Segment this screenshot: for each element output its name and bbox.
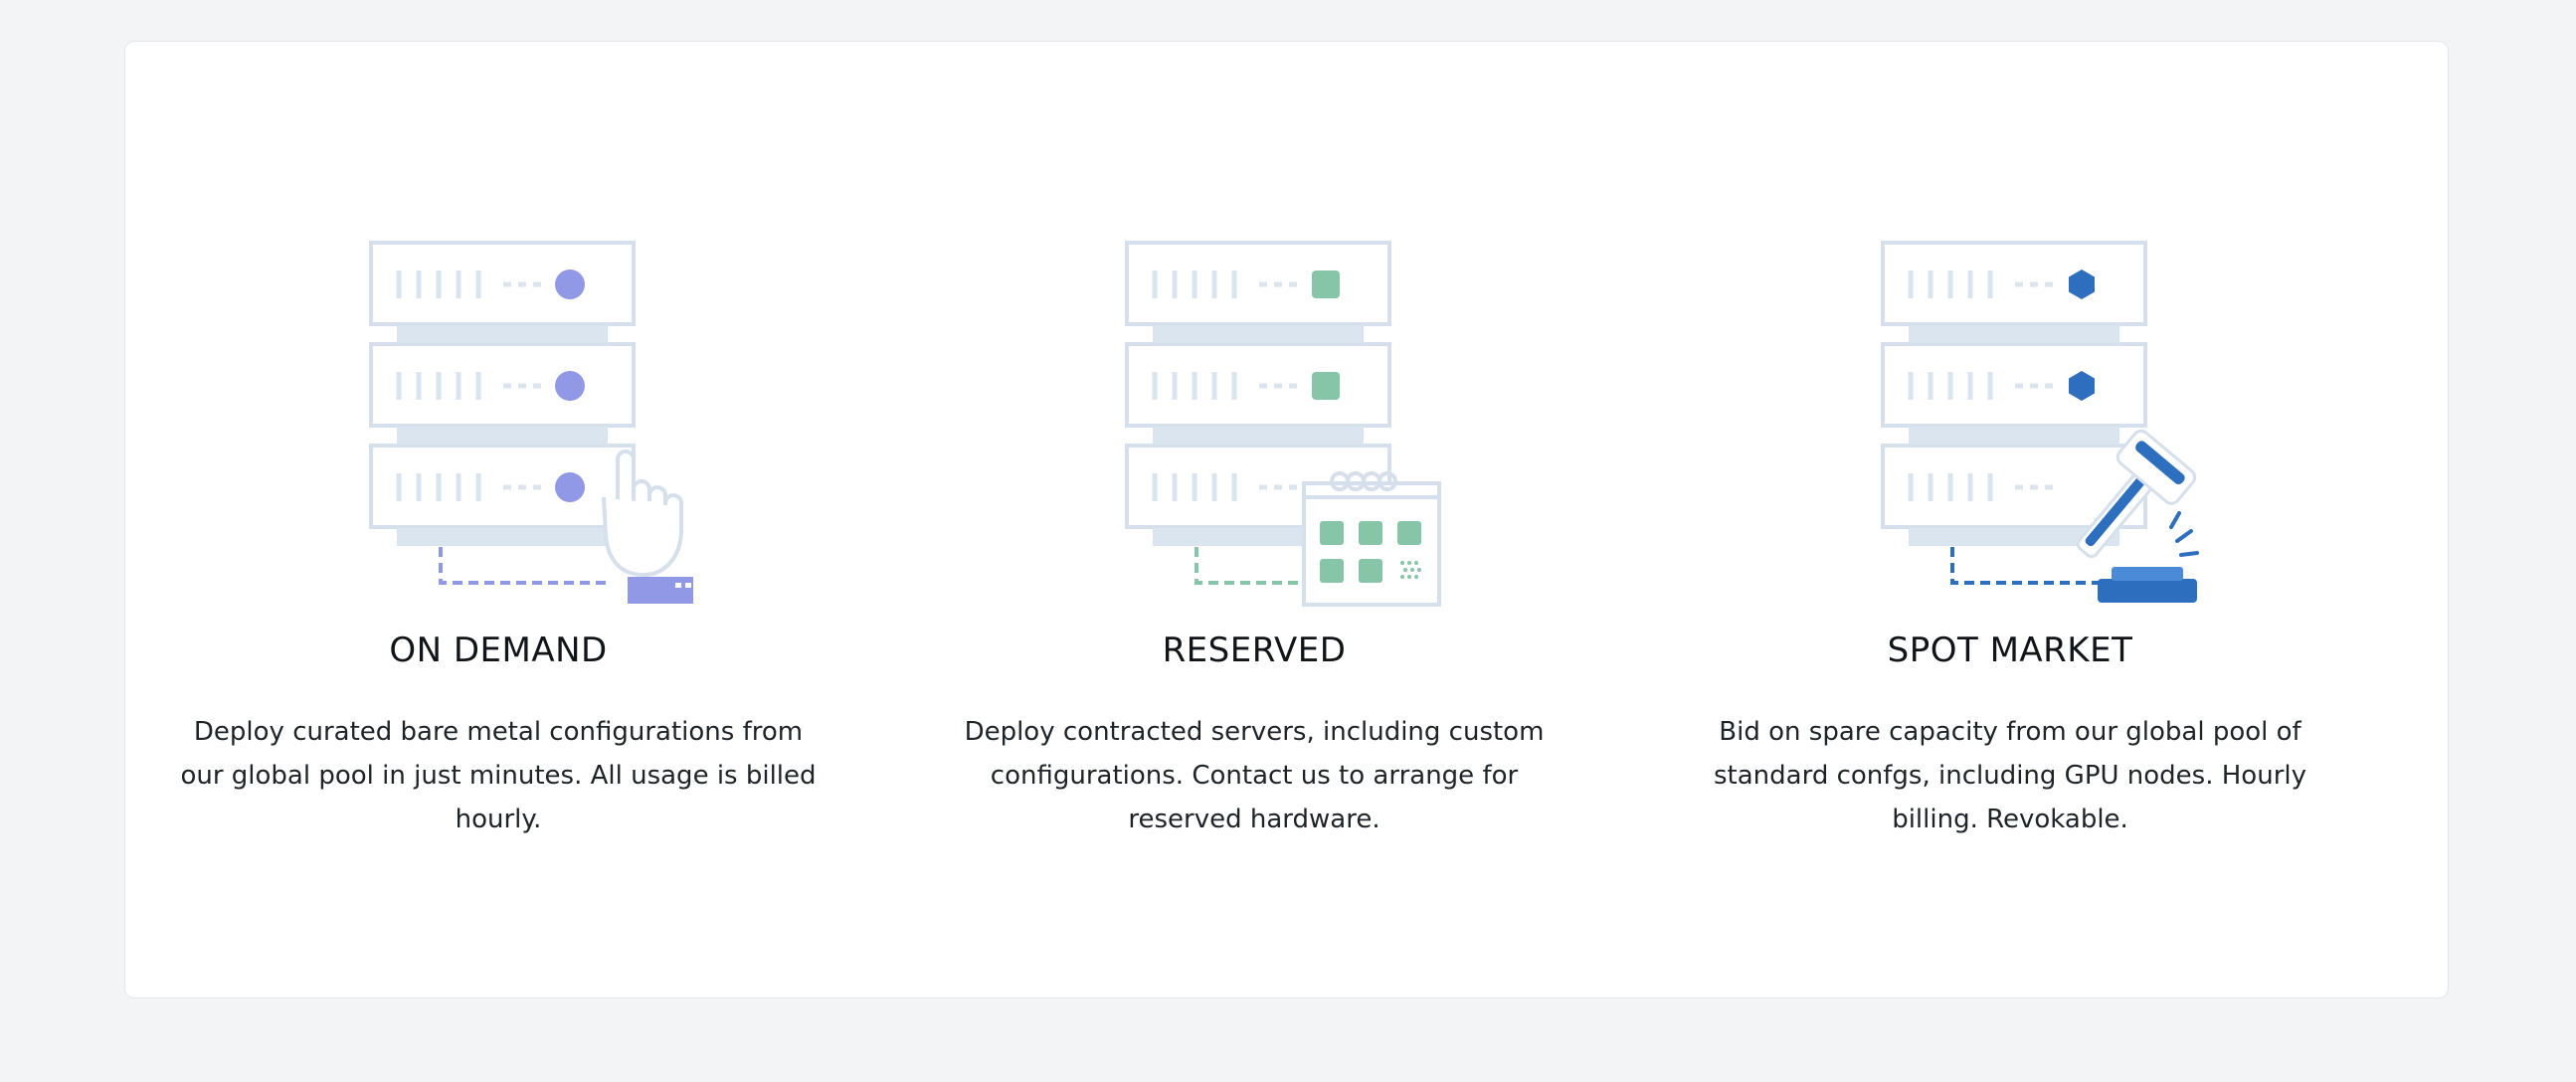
option-title: ON DEMAND xyxy=(389,631,608,670)
option-description: Bid on spare capacity from our global po… xyxy=(1714,717,2306,834)
option-title: SPOT MARKET xyxy=(1887,631,2133,670)
option-title: RESERVED xyxy=(1162,631,1347,670)
server-gavel-icon xyxy=(1881,241,2199,603)
option-description: Deploy contracted servers, including cus… xyxy=(964,717,1545,834)
server-calendar-icon xyxy=(1125,241,1441,607)
option-description: Deploy curated bare metal configurations… xyxy=(180,717,817,834)
server-hand-icon xyxy=(369,241,693,604)
pricing-options-card: ON DEMAND Deploy curated bare metal conf… xyxy=(124,41,2449,998)
